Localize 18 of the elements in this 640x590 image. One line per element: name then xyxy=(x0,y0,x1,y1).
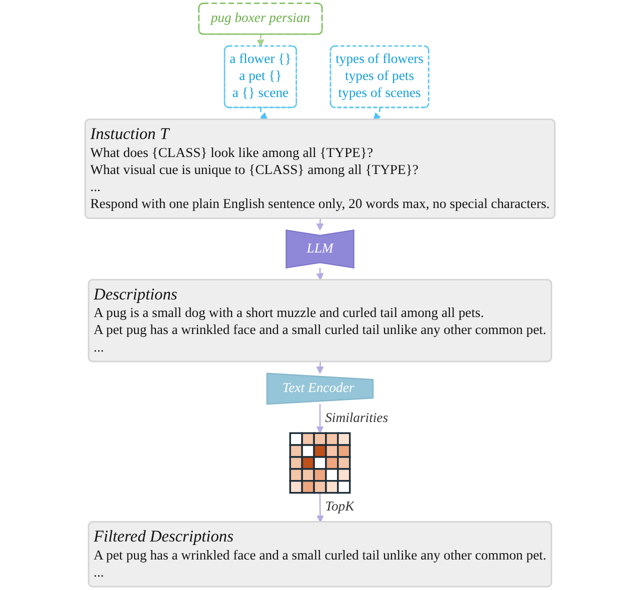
filtered-descriptions-box: Filtered Descriptions A pet pug has a wrinkled face and a small curled tail unlike any other common pet. ... xyxy=(88,521,552,588)
arrow xyxy=(316,492,324,523)
arrow xyxy=(373,108,382,120)
template-box: a flower {} a pet {} a {} scene xyxy=(224,45,297,108)
edge-label: Similarities xyxy=(325,410,388,426)
descriptions-box: Descriptions A pug is a small dog with a short muzzle and curled tail among all pets. A pet pug has a wrinkled face and a small curled tail unlike any other common pet. ... xyxy=(88,279,552,362)
arrow xyxy=(260,108,268,120)
arrow xyxy=(316,218,324,231)
arrow xyxy=(316,268,324,280)
text-encoder-block: Text Encoder xyxy=(266,372,374,405)
instruction-box: Instuction T What does {CLASS} look like among all {TYPE}? What visual cue is unique to {CLASS} among all {TYPE}? ... Respond with one plain English sentence only, 20 words max, no special characters. xyxy=(84,118,556,219)
heatmap-grid xyxy=(289,432,351,494)
arrow xyxy=(316,362,324,374)
type-box: types of flowers types of pets types of scenes xyxy=(330,45,430,108)
llm-block: LLM xyxy=(286,229,354,268)
keyword-box: pug boxer persian xyxy=(198,2,323,35)
arrow xyxy=(316,404,324,434)
arrow xyxy=(256,34,264,47)
